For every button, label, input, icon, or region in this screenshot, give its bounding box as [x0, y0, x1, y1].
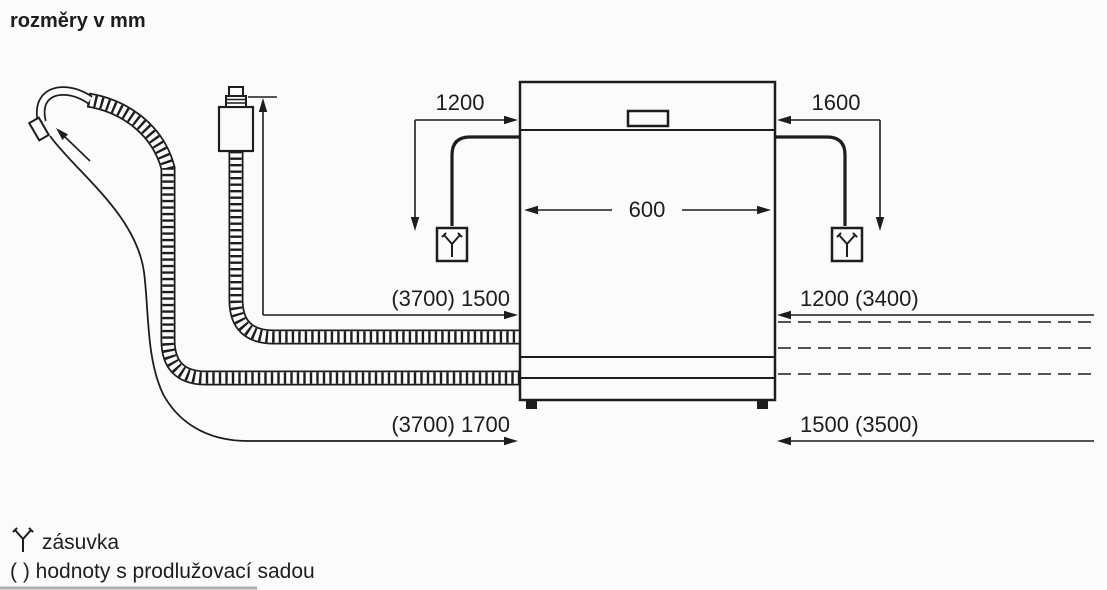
arrow-left-icon [777, 115, 791, 125]
hose-end-tip [27, 116, 51, 142]
arrow-right-icon [504, 436, 518, 446]
foot-left [526, 399, 537, 409]
arrow-right-icon [757, 205, 771, 215]
dim-supply-hose-left-label: (3700) 1500 [391, 286, 510, 311]
arrow-right-icon [504, 310, 518, 320]
power-socket-icon [835, 231, 859, 258]
hook-pointer-line [63, 135, 91, 162]
dim-drain-left-label: (3700) 1700 [391, 412, 510, 437]
page-title: rozměry v mm [10, 10, 146, 32]
power-socket-icon [11, 526, 35, 553]
connector-cap [228, 86, 244, 97]
legend: zásuvka ( ) hodnoty s prodlužovací sadou [10, 526, 315, 583]
drain-hose-hook [27, 86, 93, 162]
door-handle-display [626, 109, 670, 128]
arrow-left-icon [777, 310, 791, 320]
dishwasher [518, 80, 777, 409]
dim-power-cable-right: 1600 [777, 90, 885, 231]
dim-power-cable-left: 1200 [410, 90, 518, 231]
power-cable-left [450, 135, 520, 226]
dim-power-cable-left-label: 1200 [436, 90, 485, 115]
dim-right-mid: 1200 (3400) [777, 286, 1094, 320]
aquastop-valve [217, 86, 255, 153]
socket-left [435, 226, 469, 263]
arrow-down-icon [410, 217, 420, 231]
foot-right [757, 399, 768, 409]
hose-connector [225, 95, 247, 108]
dishwasher-outline [518, 80, 777, 402]
dim-supply-hose-left: (3700) 1500 [248, 96, 518, 320]
dim-appliance-width-label: 600 [629, 197, 666, 222]
dim-right-bottom: 1500 (3500) [777, 412, 1094, 446]
arrow-down-icon [875, 217, 885, 231]
legend-socket-label: zásuvka [42, 531, 119, 554]
legend-extension-note: ( ) hodnoty s prodlužovací sadou [10, 560, 315, 583]
power-socket-icon [440, 231, 464, 258]
dim-right-mid-label: 1200 (3400) [800, 286, 919, 311]
arrow-right-icon [504, 115, 518, 125]
drain-hose [86, 92, 519, 386]
socket-right [830, 226, 864, 263]
dim-drain-left: (3700) 1700 [391, 412, 518, 446]
arrow-left-icon [777, 436, 791, 446]
dim-power-cable-right-label: 1600 [812, 90, 861, 115]
dim-appliance-width: 600 [524, 197, 771, 222]
extension-hoses-dashed [778, 321, 1094, 375]
arrow-up-icon [258, 98, 268, 112]
dim-right-bottom-label: 1500 (3500) [800, 412, 919, 437]
power-cord [49, 135, 505, 442]
arrow-left-icon [524, 205, 538, 215]
power-cable-right [775, 135, 847, 226]
hook-pointer-arrow-icon [56, 128, 68, 140]
supply-hose [228, 151, 519, 345]
